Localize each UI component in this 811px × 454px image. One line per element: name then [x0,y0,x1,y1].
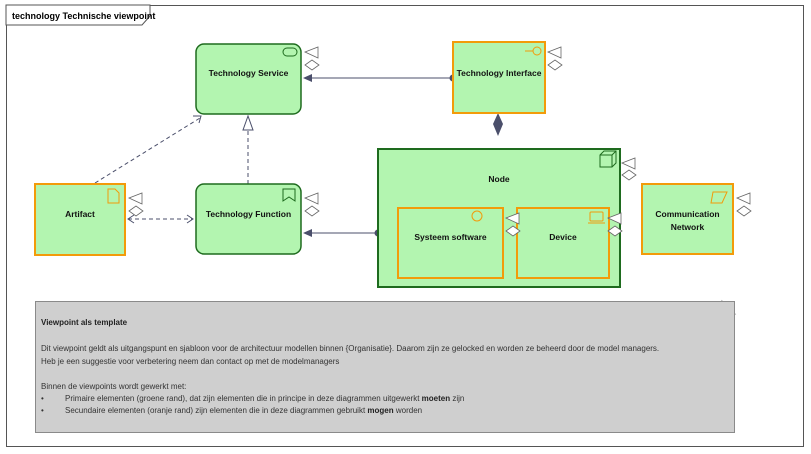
template-note[interactable]: Viewpoint als template Dit viewpoint gel… [35,301,735,433]
technology-function-box [195,183,302,255]
artifact-service-arrow-top [193,115,202,124]
composition-diamond [493,113,503,136]
note-bullet-2: • Secundaire elementen (oranje rand) zijn… [41,406,422,415]
device-label[interactable]: Device [549,232,577,242]
bullet-2-text: Secundaire elementen (oranje rand) zijn … [65,406,368,415]
artifact-service-dashed [94,117,201,184]
note-line-2: Heb je een suggestie voor verbetering ne… [41,357,340,366]
interface-service-arrowhead [303,74,312,82]
bullet-2-end: worden [393,406,423,415]
note-bullet-1: • Primaire elementen (groene rand), dat z… [41,394,464,403]
diagram-frame [6,5,804,447]
frame-tab-shape [5,4,151,26]
node-function-arrowhead [303,229,312,237]
bullet-2-emphasis: mogen [367,406,394,415]
link-handles [127,46,752,237]
frame-title-tab: technology Technische viewpoint [6,5,156,25]
artifact-function-arrow-right [186,214,194,224]
frame-title: technology Technische viewpoint [12,11,156,21]
bullet-icon: • [41,406,44,415]
communication-network-label-line2[interactable]: Network [670,222,705,232]
note-title: Viewpoint als template [41,318,128,327]
node-icon [599,150,617,168]
artifact-icon [107,188,120,204]
device-box [516,207,610,279]
network-icon [710,191,728,204]
artifact-box [34,183,126,256]
artifact-label[interactable]: Artifact [65,209,95,219]
technology-interface-label[interactable]: Technology Interface [456,68,542,78]
bullet-1-text: Primaire elementen (groene rand), dat zi… [65,394,422,403]
systeem-software-label[interactable]: Systeem software [414,232,487,242]
function-icon [282,188,296,202]
communication-network-box [641,183,734,255]
artifact-function-arrow-left [127,214,135,224]
bullet-icon: • [41,394,44,403]
technology-service-box [195,43,302,115]
technology-function-label[interactable]: Technology Function [205,209,292,219]
technology-interface-box [452,41,546,114]
note-line-3: Binnen de viewpoints wordt gewerkt met: [41,382,187,391]
device-icon [589,211,604,222]
system-software-icon [471,210,483,222]
node-label[interactable]: Node [488,174,510,184]
realization-triangle [242,114,254,131]
bullet-1-end: zijn [450,394,465,403]
communication-network-label-line1[interactable]: Communication [655,209,720,219]
note-line-1: Dit viewpoint geldt als uitgangspunt en … [41,344,660,353]
service-icon [282,47,298,57]
systeem-software-box [397,207,504,279]
technology-service-label[interactable]: Technology Service [208,68,289,78]
bullet-1-emphasis: moeten [421,394,451,403]
